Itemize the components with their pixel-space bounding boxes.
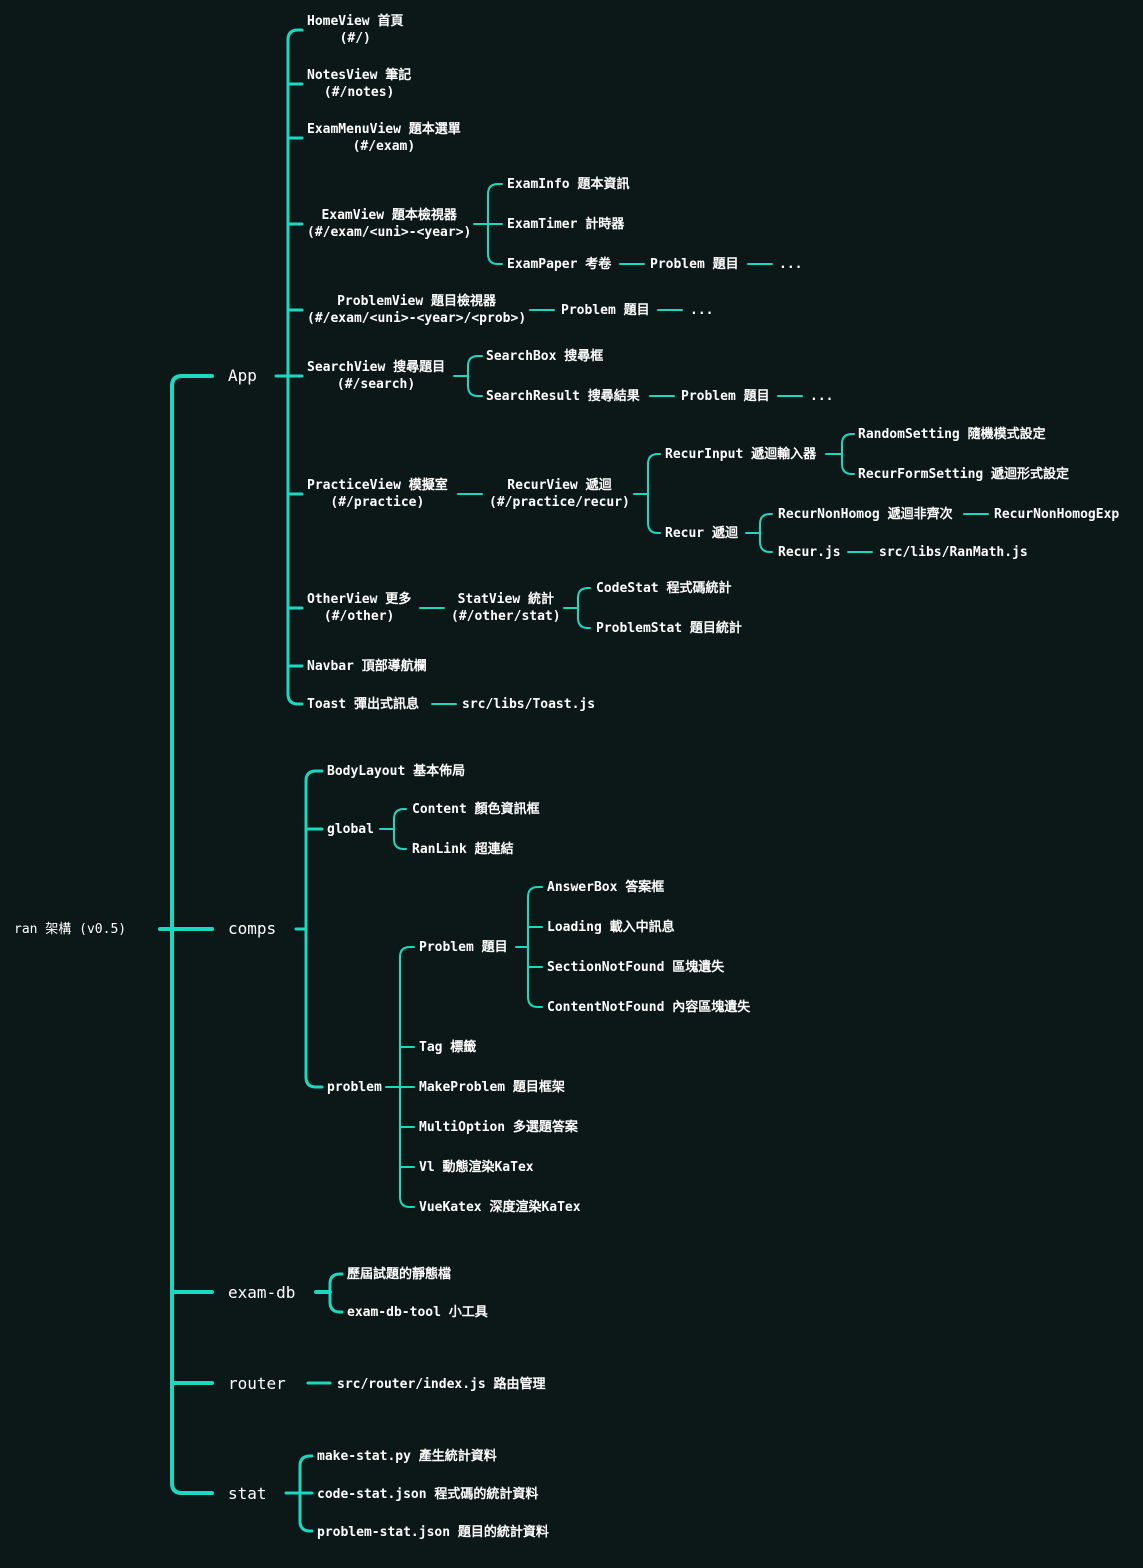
connector-67 <box>399 1196 415 1208</box>
problem-view: ProblemView 題目檢視器 (#/exam/<uni>-<year>/<… <box>307 294 527 326</box>
connector-37 <box>647 453 661 465</box>
branch-router: router <box>228 1374 286 1393</box>
connector-57 <box>304 769 324 783</box>
practice-view: PracticeView 模擬室 (#/practice) <box>307 478 448 510</box>
tag: Tag 標籤 <box>419 1040 477 1055</box>
search-view: SearchView 搜尋題目 (#/search) <box>307 360 446 392</box>
exam-timer: ExamTimer 計時器 <box>507 217 625 232</box>
random-setting: RandomSetting 隨機模式設定 <box>858 427 1046 442</box>
connector-21 <box>487 183 503 195</box>
ran-math-js: src/libs/RanMath.js <box>879 545 1028 560</box>
connector-74 <box>527 886 543 898</box>
connector-42 <box>841 463 855 475</box>
search-result-ellipsis: ... <box>810 389 834 404</box>
problem-component: Problem 題目 <box>419 940 508 955</box>
connector-85 <box>298 1454 314 1468</box>
notes-view: NotesView 筆記 (#/notes) <box>307 68 412 100</box>
exam-paper: ExamPaper 考卷 <box>507 257 612 272</box>
search-result-problem: Problem 題目 <box>681 389 770 404</box>
connector-86 <box>298 1519 314 1533</box>
exam-db-static: 歷屆試題的靜態檔 <box>347 1267 452 1282</box>
answer-box: AnswerBox 答案框 <box>547 880 665 895</box>
exam-paper-problem: Problem 題目 <box>650 257 739 272</box>
connector-22 <box>487 253 503 265</box>
branch-comps: comps <box>228 919 277 938</box>
vue-katex: VueKatex 深度渲染KaTex <box>419 1200 581 1215</box>
exam-menu-view: ExamMenuView 題本選單 (#/exam) <box>307 122 461 154</box>
home-view: HomeView 首頁 (#/) <box>307 14 404 46</box>
problem-view-problem: Problem 題目 <box>561 303 650 318</box>
connector-31 <box>467 385 483 397</box>
exam-view: ExamView 題本檢視器 (#/exam/<uni>-<year>) <box>307 208 472 240</box>
recur-form-setting: RecurFormSetting 遞迴形式設定 <box>858 467 1070 482</box>
recur-non-homog: RecurNonHomog 遞迴非齊次 <box>778 507 953 522</box>
connector-38 <box>647 522 661 534</box>
connector-62 <box>393 808 407 820</box>
body-layout: BodyLayout 基本佈局 <box>327 764 466 779</box>
connector-41 <box>841 433 855 445</box>
connector-2 <box>170 374 214 388</box>
connector-45 <box>759 513 773 525</box>
connector-75 <box>527 996 543 1008</box>
problem-stat-json: problem-stat.json 題目的統計資料 <box>317 1525 549 1540</box>
exam-info: ExamInfo 題本資訊 <box>507 177 630 192</box>
vl: Vl 動態渲染KaTex <box>419 1160 534 1175</box>
recur-input: RecurInput 遞迴輸入器 <box>665 447 817 462</box>
root-node: ran 架構 (v0.5) <box>14 922 127 937</box>
make-stat-py: make-stat.py 產生統計資料 <box>317 1449 497 1464</box>
connector-46 <box>759 541 773 553</box>
section-not-found: SectionNotFound 區塊遺失 <box>547 960 725 975</box>
ranlink: RanLink 超連結 <box>412 842 514 857</box>
code-stat-json: code-stat.json 程式碼的統計資料 <box>317 1487 539 1502</box>
branch-stat: stat <box>228 1484 267 1503</box>
branch-app: App <box>228 366 257 385</box>
exam-paper-ellipsis: ... <box>779 257 803 272</box>
problem-view-ellipsis: ... <box>690 303 714 318</box>
branch-exam-db: exam-db <box>228 1283 296 1302</box>
problem-group: problem <box>327 1080 382 1095</box>
recur-non-homog-exp: RecurNonHomogExp <box>994 507 1120 522</box>
connector-30 <box>467 355 483 367</box>
navbar: Navbar 頂部導航欄 <box>307 659 427 674</box>
search-result: SearchResult 搜尋結果 <box>486 389 640 404</box>
content: Content 顏色資訊框 <box>412 802 540 817</box>
search-box: SearchBox 搜尋框 <box>486 349 604 364</box>
connector-81 <box>328 1300 344 1314</box>
connector-9 <box>286 28 304 42</box>
stat-view: StatView 統計 (#/other/stat) <box>451 592 561 624</box>
multi-option: MultiOption 多選題答案 <box>419 1120 578 1135</box>
connector-80 <box>328 1272 344 1286</box>
connector-63 <box>393 838 407 850</box>
problem-stat: ProblemStat 題目統計 <box>596 621 742 636</box>
recur-js: Recur.js <box>778 545 841 560</box>
router-index: src/router/index.js 路由管理 <box>337 1377 546 1392</box>
toast: Toast 彈出式訊息 <box>307 697 419 712</box>
recur-view: RecurView 遞迴 (#/practice/recur) <box>489 478 630 510</box>
toast-js: src/libs/Toast.js <box>462 697 596 712</box>
connector-3 <box>170 1481 214 1495</box>
content-not-found: ContentNotFound 內容區塊遺失 <box>547 1000 751 1015</box>
connector-52 <box>577 587 591 599</box>
connector-58 <box>304 1075 324 1089</box>
code-stat: CodeStat 程式碼統計 <box>596 581 732 596</box>
recur: Recur 遞迴 <box>665 526 738 541</box>
exam-db-tool: exam-db-tool 小工具 <box>347 1305 488 1320</box>
connector-66 <box>399 946 415 958</box>
loading: Loading 載入中訊息 <box>547 920 675 935</box>
other-view: OtherView 更多 (#/other) <box>307 592 412 624</box>
connector-10 <box>286 692 304 706</box>
global-group: global <box>327 822 374 837</box>
connector-53 <box>577 617 591 629</box>
make-problem: MakeProblem 題目框架 <box>419 1080 565 1095</box>
